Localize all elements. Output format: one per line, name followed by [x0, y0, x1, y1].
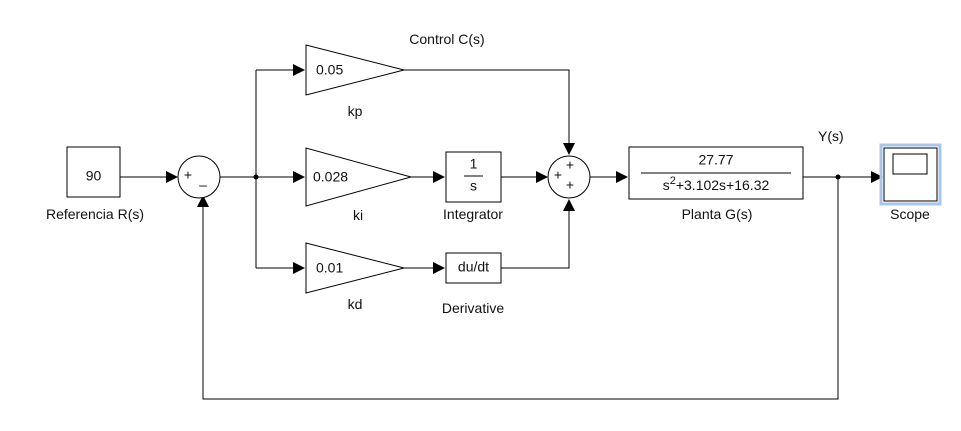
plant-den-rest: +3.102s+16.32: [676, 177, 770, 193]
arrowhead: [536, 171, 548, 183]
arrowhead: [433, 171, 445, 183]
wire-derivative-to-sum2: [501, 200, 570, 269]
scope-selection-frame: [879, 143, 942, 206]
arrowhead: [166, 171, 178, 183]
plant-transfer-fcn-block[interactable]: 27.77 s2+3.102s+16.32: [628, 146, 804, 200]
integrator-denominator: s: [470, 178, 477, 194]
signal-lines: [120, 69, 873, 400]
branch-point-control: [253, 174, 259, 180]
arrowhead: [871, 171, 883, 183]
branch-point-output: [835, 174, 841, 180]
arrowhead: [293, 64, 305, 76]
arrowhead: [433, 262, 445, 274]
integrator-block[interactable]: 1 s: [445, 151, 502, 203]
derivative-label: Derivative: [442, 300, 504, 316]
gain-kp-label: kp: [348, 103, 363, 119]
gain-ki-block[interactable]: 0.028: [305, 147, 413, 207]
sum1-minus-sign: –: [199, 177, 207, 193]
derivative-operator: du/dt: [458, 259, 489, 275]
output-signal-label: Y(s): [818, 128, 844, 144]
arrowhead: [563, 199, 575, 211]
constant-value: 90: [86, 168, 102, 184]
plant-den-s: s: [663, 177, 670, 193]
integrator-label: Integrator: [443, 206, 503, 222]
sum2-left-plus: +: [554, 167, 562, 183]
gain-kd-value: 0.01: [316, 260, 343, 276]
derivative-block[interactable]: du/dt: [445, 252, 502, 284]
arrowhead: [197, 195, 209, 207]
gain-ki-value: 0.028: [313, 169, 348, 185]
arrowhead: [293, 262, 305, 274]
plant-label: Planta G(s): [682, 206, 753, 222]
control-signal-label: Control C(s): [409, 31, 484, 47]
constant-block[interactable]: 90: [66, 146, 121, 198]
scope-screen-icon: [892, 153, 928, 175]
gain-kd-label: kd: [348, 296, 363, 312]
arrowheads: [166, 64, 883, 274]
arrowhead: [293, 171, 305, 183]
plant-denominator: s2+3.102s+16.32: [663, 175, 770, 193]
gain-kp-block[interactable]: 0.05: [305, 44, 405, 96]
sum-block-error[interactable]: + –: [177, 155, 221, 199]
scope-label: Scope: [890, 206, 930, 222]
gain-ki-label: ki: [353, 207, 363, 223]
plant-numerator: 27.77: [698, 152, 733, 168]
plant-den-exponent: 2: [670, 175, 676, 187]
scope-block[interactable]: [879, 143, 942, 206]
gain-kd-block[interactable]: 0.01: [305, 242, 405, 294]
sum-block-pid[interactable]: + + +: [547, 155, 591, 199]
wire-feedback: [202, 177, 839, 400]
sum1-plus-sign: +: [184, 167, 192, 183]
arrowhead: [563, 143, 575, 155]
sum2-top-plus: +: [566, 157, 574, 173]
integrator-numerator: 1: [470, 156, 478, 172]
wire-kp-to-sum2: [404, 69, 570, 146]
sum2-bottom-plus: +: [566, 177, 574, 193]
arrowhead: [616, 171, 628, 183]
constant-label: Referencia R(s): [46, 206, 144, 222]
gain-kp-value: 0.05: [316, 62, 343, 78]
